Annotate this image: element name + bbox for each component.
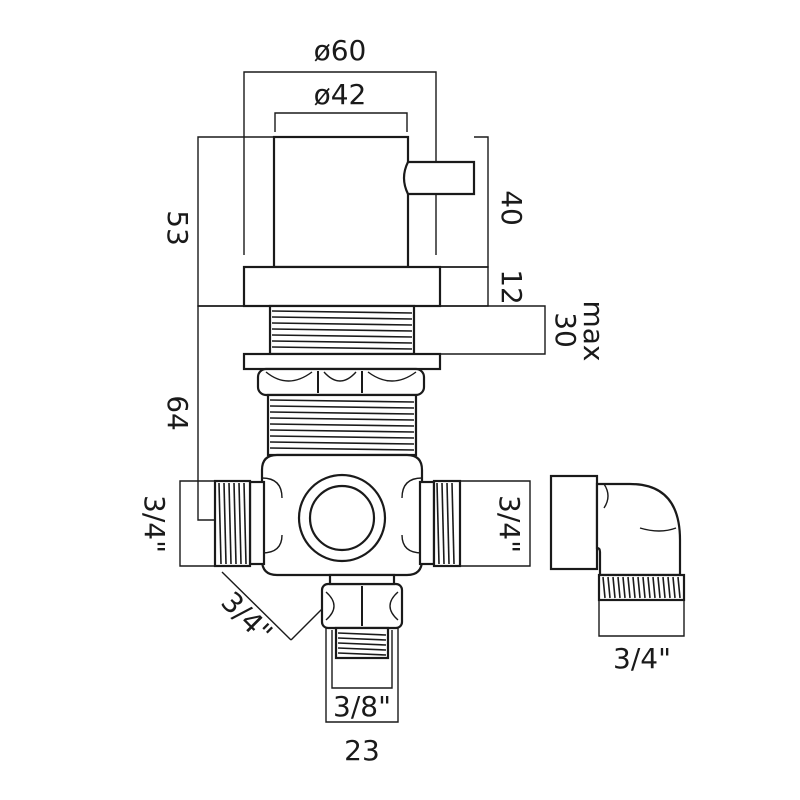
thread-line <box>269 441 415 445</box>
label-diag-port: 3/4" <box>215 585 279 649</box>
thread-line <box>218 482 222 565</box>
thread-line <box>269 423 415 427</box>
elbow-thread <box>597 573 686 602</box>
elbow-bend <box>595 482 682 577</box>
front-outlet-inner <box>308 484 376 552</box>
thread-line <box>622 576 626 599</box>
thread-line <box>228 482 232 565</box>
thread-line <box>271 328 413 332</box>
thread-line <box>271 322 413 326</box>
lower-thread-lines <box>269 399 415 451</box>
thread-line <box>637 576 641 599</box>
thread-line <box>602 576 606 599</box>
flange-plate <box>242 265 442 308</box>
label-height-body: 64 <box>161 395 194 431</box>
thread-line <box>243 482 247 565</box>
label-max-value: 30 <box>549 312 582 348</box>
thread-line <box>662 576 666 599</box>
thread-line <box>632 576 636 599</box>
thread-line <box>451 482 455 565</box>
label-bottom-width: 23 <box>344 734 380 767</box>
thread-line <box>271 310 413 314</box>
right-port-body <box>418 480 436 566</box>
thread-line <box>436 482 440 565</box>
handle-knob <box>272 135 410 269</box>
right-port-thread-lines <box>436 482 455 565</box>
thread-line <box>677 576 681 599</box>
thread-line <box>269 435 415 439</box>
dimension-lines <box>179 71 685 723</box>
label-height-top: 53 <box>161 210 194 246</box>
thread-line <box>271 316 413 320</box>
thread-line <box>652 576 656 599</box>
washer <box>242 352 442 371</box>
thread-line <box>672 576 676 599</box>
dimension-labels: ø60 ø42 53 40 12 max 30 64 3/4" 3/4" 3/4… <box>138 34 671 767</box>
handle-lever <box>402 160 476 196</box>
thread-line <box>337 632 387 636</box>
thread-line <box>271 346 413 350</box>
thread-line <box>337 642 387 646</box>
thread-line <box>647 576 651 599</box>
label-max: max <box>577 300 610 361</box>
thread-line <box>271 334 413 338</box>
upper-thread-lines <box>271 310 413 350</box>
hex-nut <box>256 367 426 397</box>
label-bottom-port: 3/8" <box>333 690 391 723</box>
thread-line <box>607 576 611 599</box>
valve-assembly <box>213 135 686 660</box>
label-right-port: 3/4" <box>493 495 526 553</box>
bottom-nut-collar <box>328 573 396 586</box>
thread-line <box>667 576 671 599</box>
thread-line <box>269 399 415 403</box>
label-flange: 12 <box>495 269 528 305</box>
thread-line <box>233 482 237 565</box>
left-port-body <box>248 480 266 566</box>
thread-line <box>337 647 387 651</box>
thread-line <box>441 482 445 565</box>
elbow-collar <box>549 474 599 571</box>
bottom-thread-lines <box>337 632 387 656</box>
elbow-thread-lines <box>602 576 681 599</box>
label-left-port: 3/4" <box>138 495 171 553</box>
thread-line <box>642 576 646 599</box>
thread-line <box>337 652 387 656</box>
thread-line <box>657 576 661 599</box>
thread-line <box>269 417 415 421</box>
label-elbow-port: 3/4" <box>613 642 671 675</box>
thread-line <box>337 637 387 641</box>
thread-line <box>223 482 227 565</box>
thread-line <box>627 576 631 599</box>
thread-line <box>269 405 415 409</box>
thread-line <box>612 576 616 599</box>
left-port-thread-lines <box>218 482 247 565</box>
thread-line <box>269 447 415 451</box>
label-dia-outer: ø60 <box>314 34 367 67</box>
thread-line <box>269 429 415 433</box>
thread-line <box>238 482 242 565</box>
thread-line <box>271 340 413 344</box>
thread-line <box>446 482 450 565</box>
label-dia-inner: ø42 <box>314 78 367 111</box>
thread-line <box>269 411 415 415</box>
label-height-handle: 40 <box>495 190 528 226</box>
thread-line <box>617 576 621 599</box>
